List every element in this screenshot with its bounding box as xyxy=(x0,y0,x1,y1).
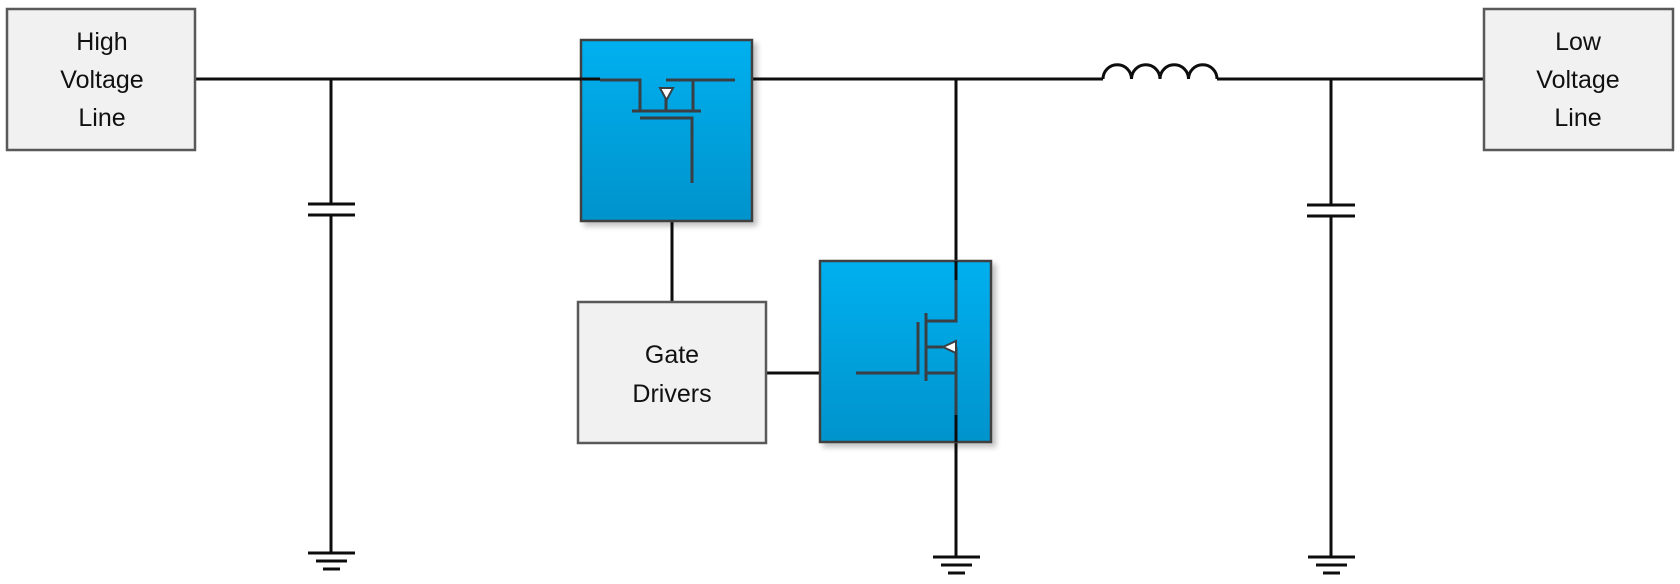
high-voltage-box xyxy=(5,7,197,152)
high-voltage-label-line3: Line xyxy=(78,104,125,132)
low-voltage-line-block: Low Voltage Line xyxy=(1482,7,1675,152)
ground-icon xyxy=(933,555,980,575)
input-capacitor xyxy=(308,202,355,217)
high-voltage-label-line1: High xyxy=(76,28,127,56)
output-capacitor xyxy=(1307,203,1355,218)
mosfet-arrow-left xyxy=(940,339,957,355)
n-channel-mosfet-icon xyxy=(856,280,958,415)
low-side-mosfet xyxy=(818,259,993,444)
ground-switch xyxy=(933,555,980,575)
p-channel-mosfet-icon xyxy=(600,78,735,183)
capacitor-icon xyxy=(308,202,355,217)
low-voltage-label-line2: Voltage xyxy=(1536,66,1619,94)
ground-icon xyxy=(308,551,355,571)
low-voltage-label-line3: Line xyxy=(1554,104,1601,132)
ground-icon xyxy=(1308,555,1355,575)
output-inductor xyxy=(1101,63,1219,80)
mosfet-arrow-down xyxy=(658,87,675,103)
gate-drivers-label-line1: Gate xyxy=(645,341,699,369)
high-side-mosfet xyxy=(560,38,754,223)
low-voltage-label-line1: Low xyxy=(1555,28,1602,56)
high-voltage-label-line2: Voltage xyxy=(60,66,143,94)
low-side-mosfet-box xyxy=(818,259,993,444)
high-voltage-line-block: High Voltage Line xyxy=(5,7,197,152)
inductor-icon xyxy=(1101,63,1219,80)
high-side-mosfet-box xyxy=(579,38,754,223)
ground-input xyxy=(308,551,355,571)
gate-drivers-label-line2: Drivers xyxy=(632,380,711,408)
gate-drivers-block: Gate Drivers xyxy=(576,300,768,445)
gate-drivers-box xyxy=(576,300,768,445)
low-voltage-box xyxy=(1482,7,1675,152)
ground-output xyxy=(1308,555,1355,575)
capacitor-icon xyxy=(1307,203,1355,218)
